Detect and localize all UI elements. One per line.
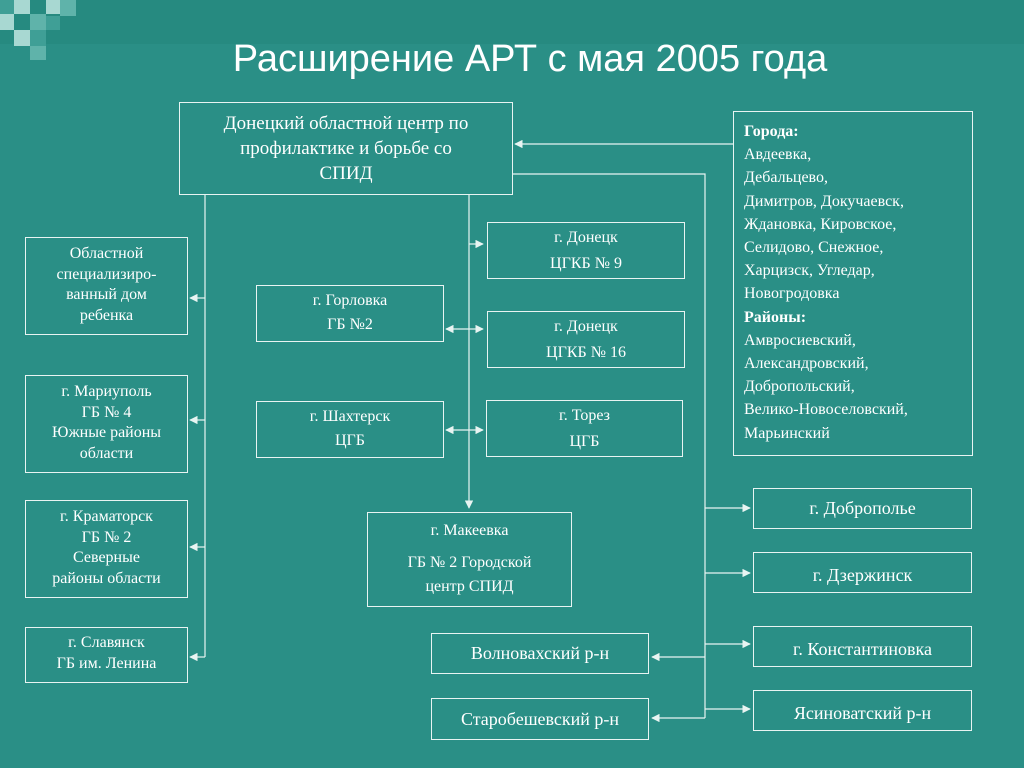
node-gorlovka: г. Горловка ГБ №2 <box>256 285 444 342</box>
corner-decoration-square <box>30 46 46 60</box>
list-item: Александровский, <box>744 355 869 373</box>
node-text-line: ГБ им. Ленина <box>56 654 157 672</box>
node-text-line: профилактике и борьбе со <box>240 138 452 159</box>
node-text-line: ЦГКБ № 16 <box>546 344 626 361</box>
node-text-line: Донецкий областной центр по <box>223 113 469 134</box>
node-text-line: г. Мариуполь <box>61 383 152 400</box>
corner-decoration-square <box>14 30 30 46</box>
corner-decoration-square <box>0 14 14 30</box>
node-text-line: г. Краматорск <box>60 508 153 525</box>
node-text-line: Областной <box>69 245 144 262</box>
node-text-line: г. Славянск <box>68 634 145 651</box>
corner-decoration-square <box>14 0 30 14</box>
node-torez: г. Торез ЦГБ <box>486 400 683 457</box>
node-donetsk-cgkb-16: г. Донецк ЦГКБ № 16 <box>487 311 685 368</box>
node-text-line: ГБ № 2 <box>81 528 132 546</box>
list-item: Амвросиевский, <box>744 331 856 349</box>
node-text-line: СПИД <box>319 163 373 184</box>
node-volnovakha-district: Волновахский р-н <box>431 633 649 674</box>
node-text-line: г. Торез <box>559 407 610 424</box>
node-text-line: ЦГКБ № 9 <box>550 255 622 272</box>
node-dzerzhinsk: г. Дзержинск <box>753 552 972 593</box>
list-item: Добропольский, <box>744 378 855 396</box>
districts-header: Районы: <box>744 308 807 326</box>
node-text-line: ЦГБ <box>335 432 365 449</box>
node-mariupol: г. Мариуполь ГБ № 4 Южные районы области <box>25 375 188 473</box>
list-item: Ждановка, Кировское, <box>744 215 897 233</box>
node-text-line: г. Макеевка <box>430 522 509 539</box>
node-text-line: г. Шахтерск <box>309 408 391 425</box>
corner-decoration-square <box>30 30 46 46</box>
corner-decoration-square <box>0 0 14 14</box>
node-text-line: г. Донецк <box>554 229 618 246</box>
node-text-line: г. Донецк <box>554 318 618 335</box>
list-item: Новогродовка <box>744 285 840 303</box>
node-shakhtersk: г. Шахтерск ЦГБ <box>256 401 444 458</box>
list-item: Марьинский <box>744 424 830 442</box>
node-text-line: ГБ № 2 Городской <box>407 554 532 571</box>
list-item: Селидово, Снежное, <box>744 239 884 257</box>
node-text-line: ГБ №2 <box>327 316 373 333</box>
list-item: Димитров, Докучаевск, <box>744 192 904 210</box>
list-item: Харцизск, Угледар, <box>744 262 875 280</box>
page-title: Расширение АРТ с мая 2005 года <box>232 38 828 80</box>
node-text-line: ребенка <box>79 306 134 324</box>
center-node-donetsk-aids-center: Донецкий областной центр по профилактике… <box>179 102 513 195</box>
cities-header: Города: <box>744 123 799 140</box>
cities-districts-list: Города: Авдеевка, Дебальцево, Димитров, … <box>733 111 973 456</box>
header-band <box>0 0 1024 44</box>
node-text-line: ЦГБ <box>569 433 600 450</box>
node-text-line: специализиро- <box>56 265 157 283</box>
node-makeevka: г. Макеевка ГБ № 2 Городской центр СПИД <box>367 512 572 607</box>
node-text-line: центр СПИД <box>425 578 514 595</box>
node-dobropolye: г. Доброполье <box>753 488 972 529</box>
node-yasinovataya-district: Ясиноватский р-н <box>753 690 972 731</box>
list-item: Дебальцево, <box>744 169 828 187</box>
node-konstantinovka: г. Константиновка <box>753 626 972 667</box>
node-text-line: области <box>79 444 134 462</box>
node-donetsk-cgkb-9: г. Донецк ЦГКБ № 9 <box>487 222 685 279</box>
corner-decoration-square <box>46 16 60 30</box>
node-text-line: ванный дом <box>66 286 147 303</box>
node-text-line: Южные районы <box>51 424 162 441</box>
node-slavyansk: г. Славянск ГБ им. Ленина <box>25 627 188 683</box>
node-text-line: ГБ № 4 <box>81 403 132 421</box>
node-text-line: Северные <box>73 549 140 566</box>
list-item: Велико-Новоселовский, <box>744 401 908 419</box>
node-text-line: г. Горловка <box>312 292 388 309</box>
node-text-line: районы области <box>52 569 161 587</box>
node-regional-childrens-home: Областной специализиро- ванный дом ребен… <box>25 237 188 335</box>
corner-decoration-square <box>46 0 60 14</box>
node-kramatorsk: г. Краматорск ГБ № 2 Северные районы обл… <box>25 500 188 598</box>
list-item: Авдеевка, <box>744 146 812 164</box>
corner-decoration-square <box>60 0 76 16</box>
node-starobeshevo-district: Старобешевский р-н <box>431 698 649 740</box>
corner-decoration-square <box>30 14 46 30</box>
